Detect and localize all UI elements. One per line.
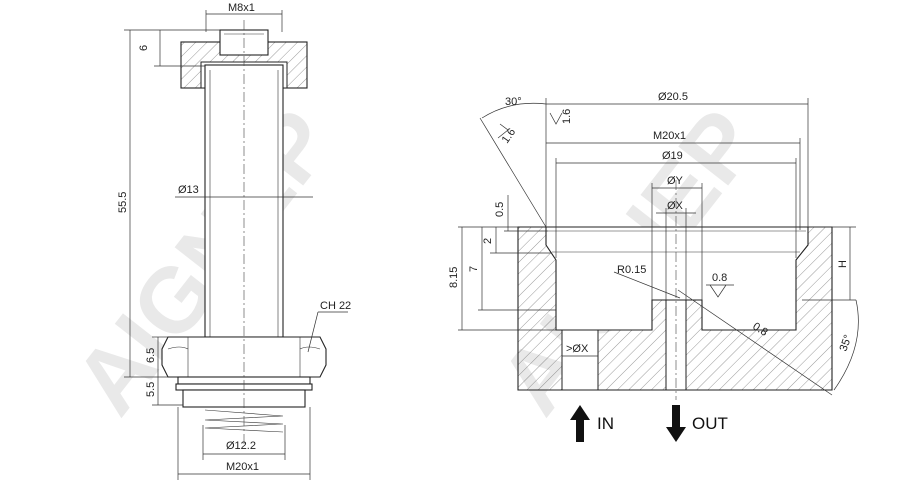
dim-2: 2 <box>482 238 494 244</box>
dim-collar-height: 5.5 <box>145 382 157 397</box>
valve-side-view <box>161 20 327 445</box>
dim-spring-diameter: Ø12.2 <box>226 440 256 452</box>
out-arrow-icon <box>666 405 686 442</box>
right-dimension-lines <box>458 98 859 391</box>
dim-angle-top: 30° <box>505 96 522 108</box>
dim-stem-diameter: Ø13 <box>178 184 199 196</box>
flow-out: OUT <box>666 405 728 442</box>
dim-gt-x: >ØX <box>566 343 589 355</box>
dim-dia-outer: Ø20.5 <box>658 91 688 103</box>
in-arrow-icon <box>570 405 590 442</box>
dim-h: H <box>837 260 849 268</box>
dim-dia-x: ØX <box>667 200 684 212</box>
dim-head-height: 6 <box>138 45 150 51</box>
dim-dia-y: ØY <box>667 175 684 187</box>
dim-angle-side: 35° <box>838 333 855 353</box>
in-label: IN <box>597 414 614 433</box>
flow-in: IN <box>570 405 614 442</box>
dim-hex-height: 6.5 <box>145 348 157 363</box>
dim-thread-top: M8x1 <box>228 2 255 14</box>
dim-roughness-a: 1.6 <box>500 126 519 145</box>
left-dimension-lines <box>124 10 348 480</box>
dim-7: 7 <box>468 266 480 272</box>
dim-thread: M20x1 <box>653 130 686 142</box>
right-dimension-labels: 30° 1.6 1.6 Ø20.5 M20x1 Ø19 ØY ØX 0.5 2 … <box>448 91 855 355</box>
dim-dia-19: Ø19 <box>662 150 683 162</box>
dim-roughness-b: 1.6 <box>561 109 573 124</box>
dim-8-15: 8.15 <box>448 267 460 288</box>
dim-radius: R0.15 <box>617 264 646 276</box>
out-label: OUT <box>692 414 728 433</box>
dim-total-length: 55.5 <box>117 192 129 213</box>
dim-roughness-c: 0.8 <box>712 272 727 284</box>
dim-hex: CH 22 <box>320 300 351 312</box>
dim-0-5: 0.5 <box>494 202 506 217</box>
seat-section-view <box>517 180 833 400</box>
left-dimension-labels: M8x1 6 55.5 Ø13 CH 22 6.5 5.5 Ø12.2 M20x… <box>117 2 351 473</box>
dim-thread-bottom: M20x1 <box>226 461 259 473</box>
